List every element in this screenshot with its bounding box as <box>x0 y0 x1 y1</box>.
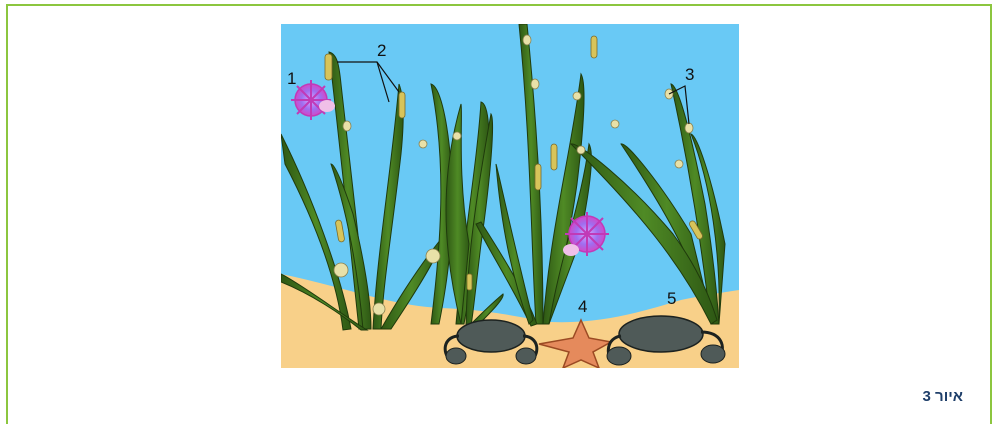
label-1: 1 <box>287 69 296 88</box>
seagrass-scene: 1 2 3 4 5 <box>281 24 739 368</box>
figure-caption: איור 3 <box>923 388 963 405</box>
label-2: 2 <box>377 41 386 60</box>
seagrass-ecosystem-illustration: 1 2 3 4 5 <box>281 24 739 368</box>
label-4: 4 <box>578 297 587 316</box>
label-5: 5 <box>667 289 676 308</box>
label-3: 3 <box>685 65 694 84</box>
